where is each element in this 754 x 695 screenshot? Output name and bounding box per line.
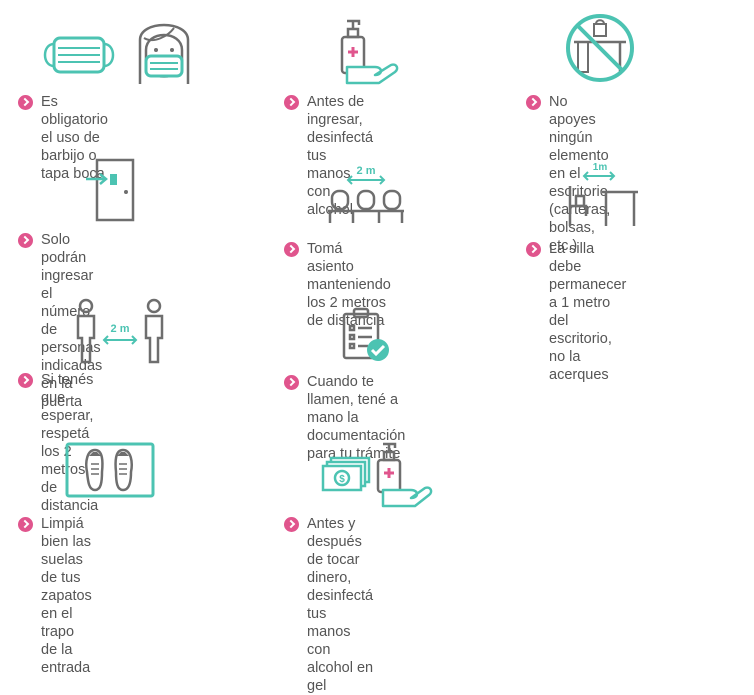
hand-sanitizer-icon (333, 15, 399, 85)
bullet-icon (18, 233, 33, 248)
bullet-icon (284, 95, 299, 110)
bullet-icon (18, 95, 33, 110)
caption-text: Tomá asiento manteniendo los 2 metros de… (307, 241, 391, 329)
caption-text: Si tenés que esperar, respetá los 2 metr… (41, 372, 99, 514)
bullet-icon (284, 242, 299, 257)
bullet-icon (284, 517, 299, 532)
distanced-seats-icon: 2 m (326, 163, 406, 225)
clipboard-check-icon (340, 306, 400, 364)
bullet-icon (284, 375, 299, 390)
people-distance-icon: 2 m (72, 298, 168, 364)
caption-text: Es obligatorio el uso de barbijo o tapa … (41, 94, 108, 182)
distance-label: 2 m (111, 323, 130, 335)
face-mask-icon (40, 14, 195, 86)
svg-text:$: $ (339, 474, 345, 485)
caption-text: Antes y después de tocar dinero, desinfe… (307, 516, 374, 694)
distance-label: 2 m (357, 165, 376, 177)
distance-label: 1m (593, 162, 608, 173)
bullet-icon (18, 517, 33, 532)
bullet-icon (526, 242, 541, 257)
caption-text: La silla debe permanecer a 1 metro del e… (549, 241, 627, 383)
bullet-icon (526, 95, 541, 110)
no-items-on-desk-icon (562, 10, 638, 86)
money-sanitizer-icon: $ (315, 438, 435, 508)
chair-desk-distance-icon: 1m (564, 160, 644, 230)
caption-text: No apoyes ningún elemento en el escritor… (549, 94, 611, 254)
caption-text: Solo podrán ingresar el número de person… (41, 232, 103, 410)
door-entry-icon (82, 156, 142, 224)
bullet-icon (18, 373, 33, 388)
caption-text: Limpiá bien las suelas de tus zapatos en… (41, 516, 92, 676)
shoes-doormat-icon (65, 442, 155, 500)
